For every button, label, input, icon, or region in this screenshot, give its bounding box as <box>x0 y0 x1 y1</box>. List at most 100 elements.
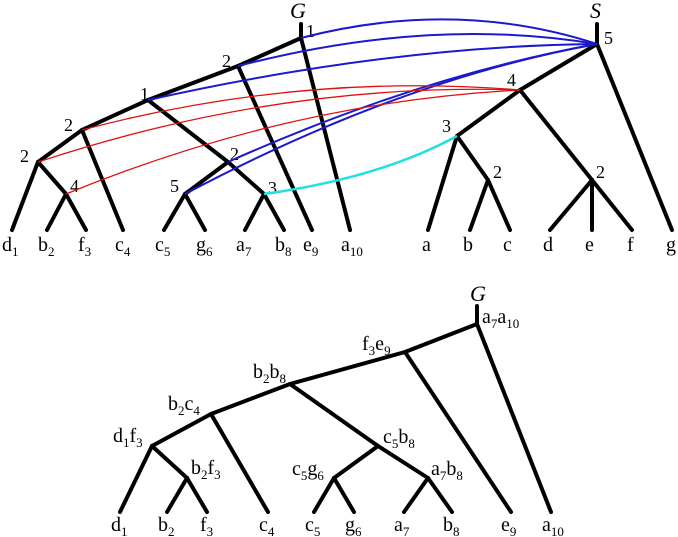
leaf-label: c4 <box>115 234 131 259</box>
gb-edge-nbc-ndf <box>150 412 213 448</box>
gene-tree-bottom-leaves: d1 b2 f3 c4 c5 g6 a7 b8 e9 a10 <box>111 514 564 537</box>
gb-edge-ncg-c5 <box>312 476 336 514</box>
gb-edge-nab-b8 <box>426 476 454 514</box>
leaf-label: b8 <box>275 234 292 259</box>
leaf-label: b2 <box>158 514 175 537</box>
species-tree-title: S <box>590 0 601 23</box>
species-tree: S 5 4 3 2 2 a b c d e f g <box>422 0 676 256</box>
leaf-label: d1 <box>2 234 19 259</box>
map-arc-ncg <box>184 43 598 195</box>
leaf-label: a10 <box>341 234 363 259</box>
gene-tree-top-leaves: d1 b2 f3 c4 c5 g6 a7 b8 e9 a10 <box>2 234 363 259</box>
g-edge-nab-b8 <box>262 192 286 232</box>
s-edge-nabc-a <box>426 134 459 232</box>
g-edge-ncb-ncg <box>183 160 230 196</box>
g-num-nae: 2 <box>222 51 231 71</box>
leaf-label: e <box>585 234 594 256</box>
map-arc-nae <box>237 32 598 67</box>
map-arc-nc4 <box>81 85 521 131</box>
g-num-root: 1 <box>306 21 315 41</box>
gb-edge-nfe-e9 <box>403 350 513 514</box>
s-edge-ndef-d <box>548 178 594 232</box>
g-edge-nab-a7 <box>243 192 266 232</box>
leaf-label: c5 <box>155 234 170 259</box>
gb-edge-nab-a7 <box>402 476 430 514</box>
gb-edge-nbb-nbc <box>209 382 292 416</box>
s-num-root: 5 <box>604 28 613 48</box>
map-arc-nbf <box>65 89 521 195</box>
s-edge-nbc-b <box>468 178 490 232</box>
leaf-label: f <box>627 234 634 256</box>
map-arc-root <box>300 18 598 45</box>
gb-edge-nbf-b2 <box>165 476 189 514</box>
g-num-nbf: 4 <box>70 176 79 196</box>
g-edge-ncb-nab <box>226 160 266 196</box>
gb-label-nbb: b2b8 <box>253 361 286 386</box>
gb-label-nfe: f3e9 <box>362 333 391 358</box>
gb-label-ncb: c5b8 <box>383 426 415 451</box>
gb-edge-ncb-nab <box>376 444 430 480</box>
gene-tree-top: G 1 2 1 2 2 4 2 5 3 d1 b2 f3 c4 c5 g6 a7… <box>2 0 363 259</box>
g-edge-nae-nb8 <box>146 64 240 102</box>
s-edge-naf-nabc <box>455 88 522 138</box>
leaf-label: a7 <box>236 234 252 259</box>
leaf-label: g6 <box>196 234 213 259</box>
g-num-ncb: 2 <box>230 144 239 164</box>
leaf-label: c <box>503 234 512 256</box>
s-edge-naf-ndef <box>518 88 594 182</box>
leaf-label: f3 <box>78 234 91 259</box>
g-edge-nb8-nc4 <box>80 98 150 132</box>
species-tree-leaves: a b c d e f g <box>422 234 676 256</box>
s-edge-nbc-c <box>486 178 512 232</box>
g-num-ncg: 5 <box>170 176 179 196</box>
map-arc-nb8 <box>147 43 598 101</box>
gb-label-nab: a7b8 <box>431 458 463 483</box>
g-edge-root-nae <box>236 36 303 68</box>
gb-edge-ndf-nbf <box>150 444 189 480</box>
gb-label-nbf: b2f3 <box>191 457 221 482</box>
leaf-label: a7 <box>394 514 410 537</box>
g-edge-nae-e9 <box>236 64 314 232</box>
leaf-label: g <box>666 234 676 256</box>
gene-tree-top-title: G <box>290 0 306 23</box>
gb-label-root: a7a10 <box>482 306 519 331</box>
s-num-nabc: 3 <box>442 116 451 136</box>
leaf-label: d <box>543 234 553 256</box>
leaf-label: e9 <box>303 234 318 259</box>
gb-edge-ncg-g6 <box>332 476 356 514</box>
s-edge-root-naf <box>518 42 599 92</box>
s-num-ndef: 2 <box>596 162 605 182</box>
gene-tree-bottom-title: G <box>470 281 486 306</box>
s-edge-ndef-f <box>590 178 634 232</box>
g-edge-ndf-d1 <box>10 160 40 232</box>
gb-edge-ncb-ncg <box>332 444 380 480</box>
g-num-nb8: 1 <box>140 84 149 104</box>
gb-edge-nbf-f3 <box>185 476 209 514</box>
gb-edge-nbb-ncb <box>288 382 380 448</box>
g-edge-nbf-b2 <box>45 192 68 232</box>
gb-label-nbc: b2c4 <box>168 393 200 418</box>
leaf-label: d1 <box>111 514 128 537</box>
gb-edge-root-a10 <box>475 322 553 514</box>
leaf-label: b8 <box>443 514 460 537</box>
gb-edge-ndf-d1 <box>118 444 154 514</box>
g-num-ndf: 2 <box>20 146 29 166</box>
leaf-label: c5 <box>305 514 320 537</box>
leaf-label: a10 <box>542 514 564 537</box>
s-edge-root-g <box>595 42 674 232</box>
g-edge-nc4-ndf <box>36 128 84 164</box>
leaf-label: c4 <box>259 514 275 537</box>
g-num-nc4: 2 <box>64 115 73 135</box>
leaf-label: a <box>422 234 431 256</box>
map-arc-ndf <box>37 88 521 163</box>
gb-edge-root-nfe <box>403 322 479 354</box>
gene-tree-bottom: G a7a10 f3e9 b2b8 b2c4 d1f3 b2f3 c5b8 c5… <box>111 281 564 537</box>
leaf-label: f3 <box>200 514 213 537</box>
gb-edge-nbc-c4 <box>209 412 270 514</box>
map-arc-nab <box>263 134 458 196</box>
g-edge-ncg-g6 <box>183 192 207 232</box>
gb-edge-nfe-nbb <box>288 350 407 386</box>
gb-label-ncg: c5g6 <box>292 458 324 483</box>
s-edge-nabc-nbc <box>455 134 490 182</box>
